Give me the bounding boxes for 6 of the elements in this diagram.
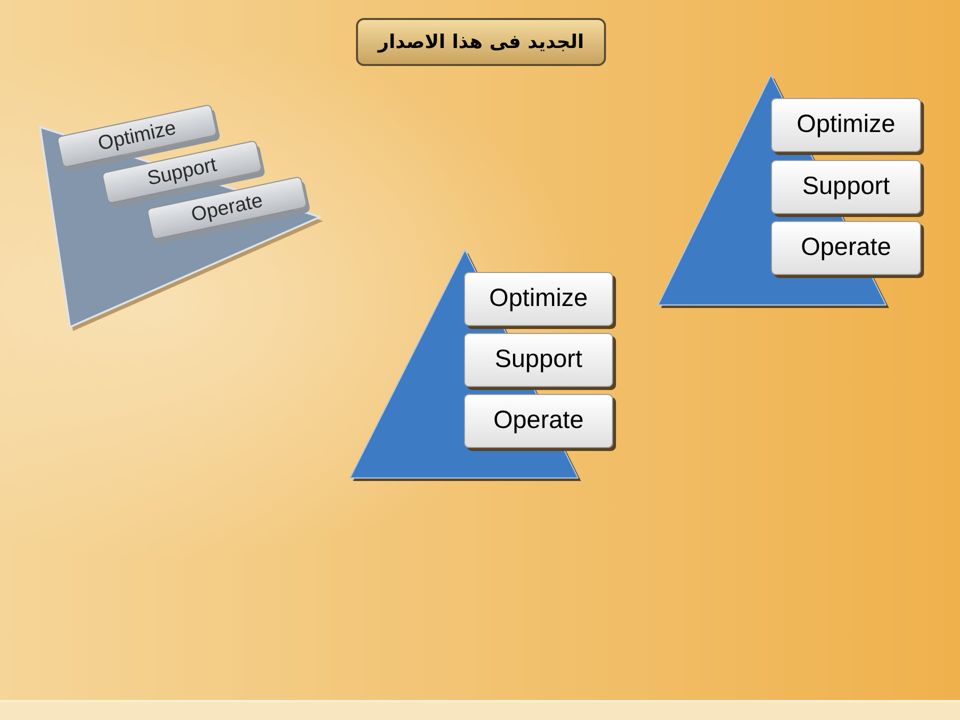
step-box: Support [464,333,613,387]
step-box: Optimize [771,98,921,152]
step-box: Operate [771,221,921,275]
step-box: Optimize [464,272,613,326]
title-box: الجديد فى هذا الاصدار [356,18,606,66]
step-box: Operate [464,394,613,448]
